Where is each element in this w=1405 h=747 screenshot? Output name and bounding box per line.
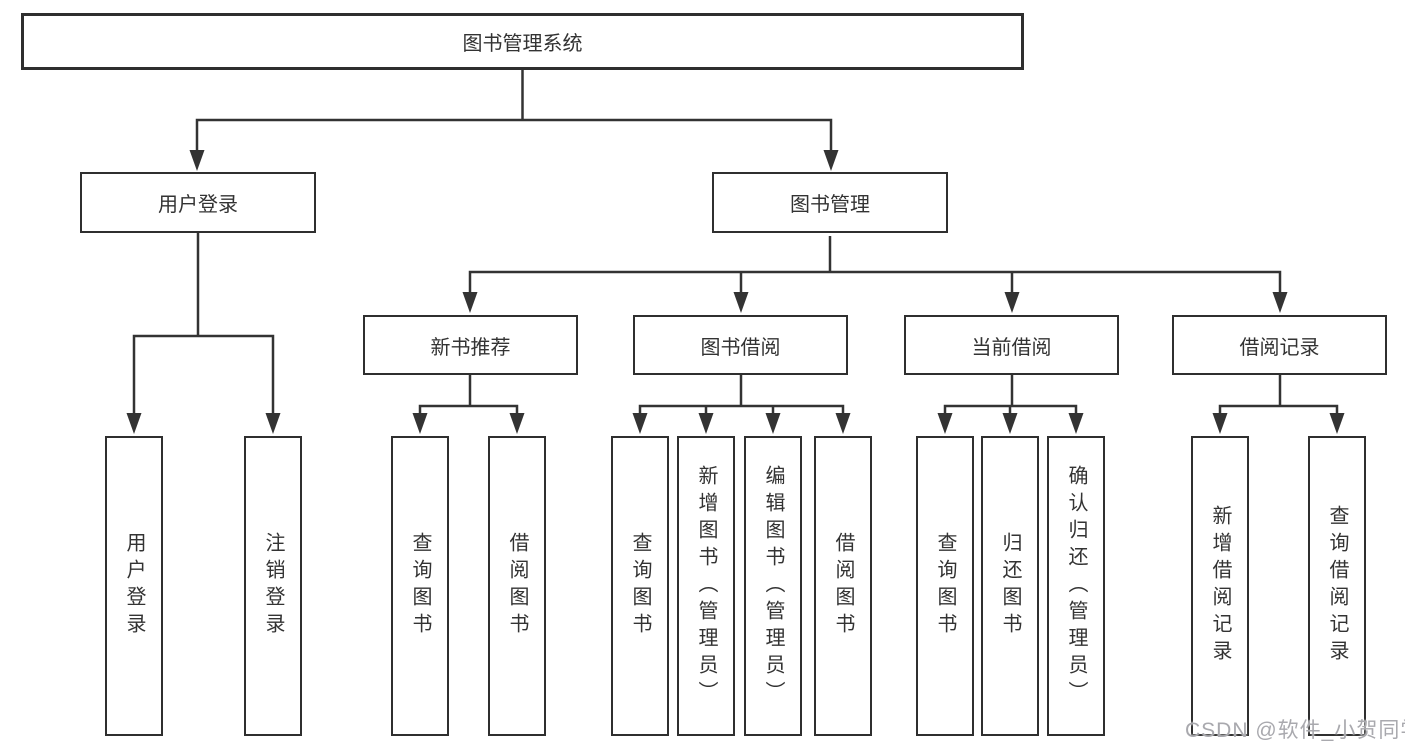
node-book-management: 图书管理 — [712, 172, 948, 233]
node-library-management-system: 图书管理系统 — [21, 13, 1024, 70]
node-label: 借阅图书 — [506, 532, 528, 640]
connector-borrowing-to-leaves — [638, 375, 845, 416]
arrowhead-icon — [765, 413, 781, 434]
node-label: 借阅图书 — [832, 532, 854, 640]
node-label: 图书借阅 — [700, 336, 781, 359]
arrowhead-icon — [1004, 292, 1020, 313]
arrowhead-icon — [462, 292, 478, 313]
node-label: 新书推荐 — [430, 336, 511, 359]
connector-newbook-to-leaves — [418, 375, 519, 416]
node-label: 新增借阅记录 — [1209, 505, 1231, 667]
node-user-login: 用户登录 — [80, 172, 316, 233]
arrowhead-icon — [698, 413, 714, 434]
node-label: 注销登录 — [262, 532, 284, 640]
connector-bookmgmt-to-level3 — [468, 236, 1282, 294]
connector-current-to-leaves — [943, 375, 1078, 416]
leaf-add-books-admin: 新增图书（管理员） — [677, 436, 735, 736]
arrowhead-icon — [509, 413, 525, 434]
arrowhead-icon — [189, 150, 205, 171]
node-label: 借阅记录 — [1239, 336, 1320, 359]
node-label: 新增图书（管理员） — [695, 464, 717, 708]
leaf-borrow-books: 借阅图书 — [814, 436, 872, 736]
node-label: 图书管理 — [790, 194, 870, 216]
leaf-query-books-recommend: 查询图书 — [391, 436, 449, 736]
arrowhead-icon — [632, 413, 648, 434]
watermark: CSDN @软件_小贺同学 — [1185, 719, 1405, 742]
arrowhead-icon — [126, 413, 142, 434]
arrowhead-icon — [1212, 413, 1228, 434]
arrowhead-icon — [733, 292, 749, 313]
arrowhead-icon — [1272, 292, 1288, 313]
node-label: 图书管理系统 — [462, 33, 583, 55]
leaf-logout: 注销登录 — [244, 436, 302, 736]
arrowhead-icon — [412, 413, 428, 434]
node-label: 用户登录 — [123, 532, 145, 640]
arrowhead-icon — [937, 413, 953, 434]
node-label: 归还图书 — [999, 532, 1021, 640]
arrowhead-icon — [1002, 413, 1018, 434]
node-label: 查询图书 — [409, 532, 431, 640]
node-new-book-recommend: 新书推荐 — [363, 315, 578, 375]
node-label: 用户登录 — [158, 194, 238, 216]
leaf-add-borrow-record: 新增借阅记录 — [1191, 436, 1249, 736]
leaf-edit-books-admin: 编辑图书（管理员） — [744, 436, 802, 736]
leaf-borrow-books-recommend: 借阅图书 — [488, 436, 546, 736]
node-label: 查询借阅记录 — [1326, 505, 1348, 667]
node-label: 查询图书 — [934, 532, 956, 640]
arrowhead-icon — [823, 150, 839, 171]
leaf-user-login: 用户登录 — [105, 436, 163, 736]
node-borrowing-records: 借阅记录 — [1172, 315, 1387, 375]
connector-root-to-level2 — [195, 70, 833, 152]
leaf-query-books-borrowing: 查询图书 — [611, 436, 669, 736]
leaf-query-books-current: 查询图书 — [916, 436, 974, 736]
node-label: 当前借阅 — [971, 336, 1052, 359]
arrowhead-icon — [835, 413, 851, 434]
node-book-borrowing: 图书借阅 — [633, 315, 848, 375]
arrowhead-icon — [265, 413, 281, 434]
arrowhead-icon — [1329, 413, 1345, 434]
leaf-query-borrow-record: 查询借阅记录 — [1308, 436, 1366, 736]
arrowhead-icon — [1068, 413, 1084, 434]
connector-userlogin-to-leaves — [132, 233, 275, 416]
arrowheads — [126, 150, 1345, 434]
node-current-borrowing: 当前借阅 — [904, 315, 1119, 375]
leaf-confirm-return-admin: 确认归还（管理员） — [1047, 436, 1105, 736]
node-label: 查询图书 — [629, 532, 651, 640]
connector-records-to-leaves — [1218, 375, 1339, 416]
leaf-return-books: 归还图书 — [981, 436, 1039, 736]
node-label: 编辑图书（管理员） — [762, 464, 784, 708]
node-label: 确认归还（管理员） — [1065, 464, 1087, 708]
